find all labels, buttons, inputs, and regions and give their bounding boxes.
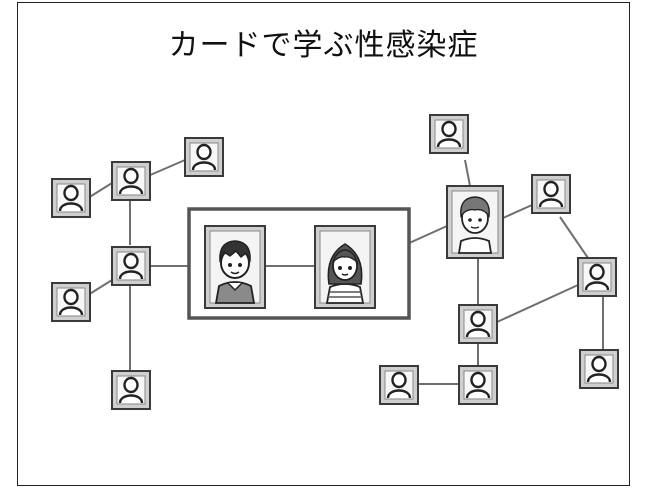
- edge: [147, 159, 186, 177]
- edge: [502, 204, 533, 219]
- person-silhouette-icon: [183, 136, 225, 178]
- person-silhouette-icon: [50, 281, 92, 323]
- person-silhouette-icon: [378, 364, 420, 406]
- person-silhouette-icon: [457, 303, 499, 345]
- person-silhouette-icon: [530, 173, 572, 215]
- girl-card: [314, 225, 376, 309]
- edge: [496, 284, 579, 323]
- person-silhouette-icon: [110, 245, 152, 287]
- person-card: [446, 185, 504, 259]
- edge: [559, 216, 589, 259]
- person-silhouette-icon: [110, 369, 152, 411]
- person-silhouette-icon: [428, 113, 470, 155]
- slide-title: カードで学ぶ性感染症: [168, 28, 479, 63]
- person-silhouette-icon: [576, 256, 618, 298]
- boy-card: [204, 225, 266, 309]
- edge: [464, 159, 471, 187]
- person-silhouette-icon: [110, 160, 152, 202]
- person-silhouette-icon: [578, 348, 620, 390]
- edge: [87, 182, 113, 199]
- person-silhouette-icon: [457, 364, 499, 406]
- person-silhouette-icon: [50, 177, 92, 219]
- edge: [87, 279, 113, 296]
